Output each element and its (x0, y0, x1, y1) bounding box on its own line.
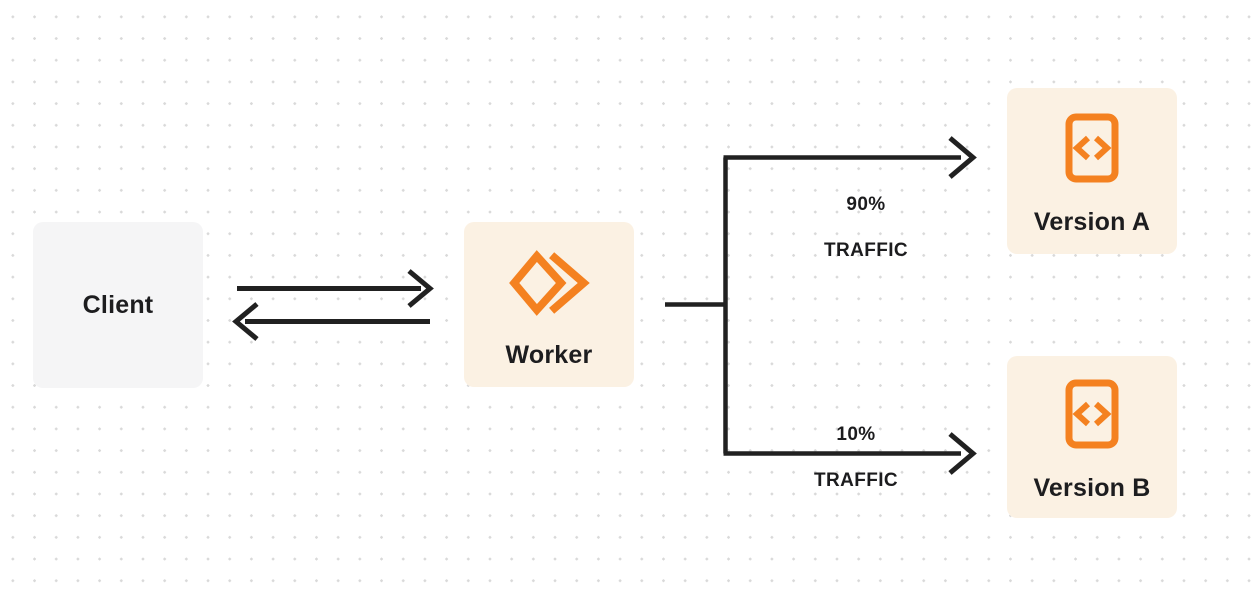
node-version-a: Version A (1007, 88, 1177, 254)
worker-label: Worker (505, 341, 593, 369)
node-worker: Worker (464, 222, 634, 387)
traffic-percent: 10% (836, 424, 876, 445)
traffic-label-version-b: 10% TRAFFIC (776, 400, 936, 515)
arrow-to-version-a-head (948, 136, 977, 179)
client-label: Client (82, 290, 154, 319)
traffic-caption: TRAFFIC (823, 240, 909, 261)
version-b-label: Version B (1033, 474, 1151, 502)
node-version-b: Version B (1007, 356, 1177, 518)
traffic-percent: 90% (846, 194, 886, 215)
cloudflare-workers-icon (509, 247, 590, 319)
code-file-icon (1064, 379, 1120, 449)
traffic-label-version-a: 90% TRAFFIC (786, 170, 946, 285)
code-file-icon (1064, 113, 1120, 183)
version-a-label: Version A (1033, 208, 1151, 236)
arrow-to-version-b-head (948, 432, 977, 475)
arrow-client-to-worker-head (407, 269, 434, 308)
traffic-caption: TRAFFIC (813, 470, 899, 491)
arrow-worker-to-client-head (232, 302, 259, 341)
node-client: Client (33, 222, 203, 388)
